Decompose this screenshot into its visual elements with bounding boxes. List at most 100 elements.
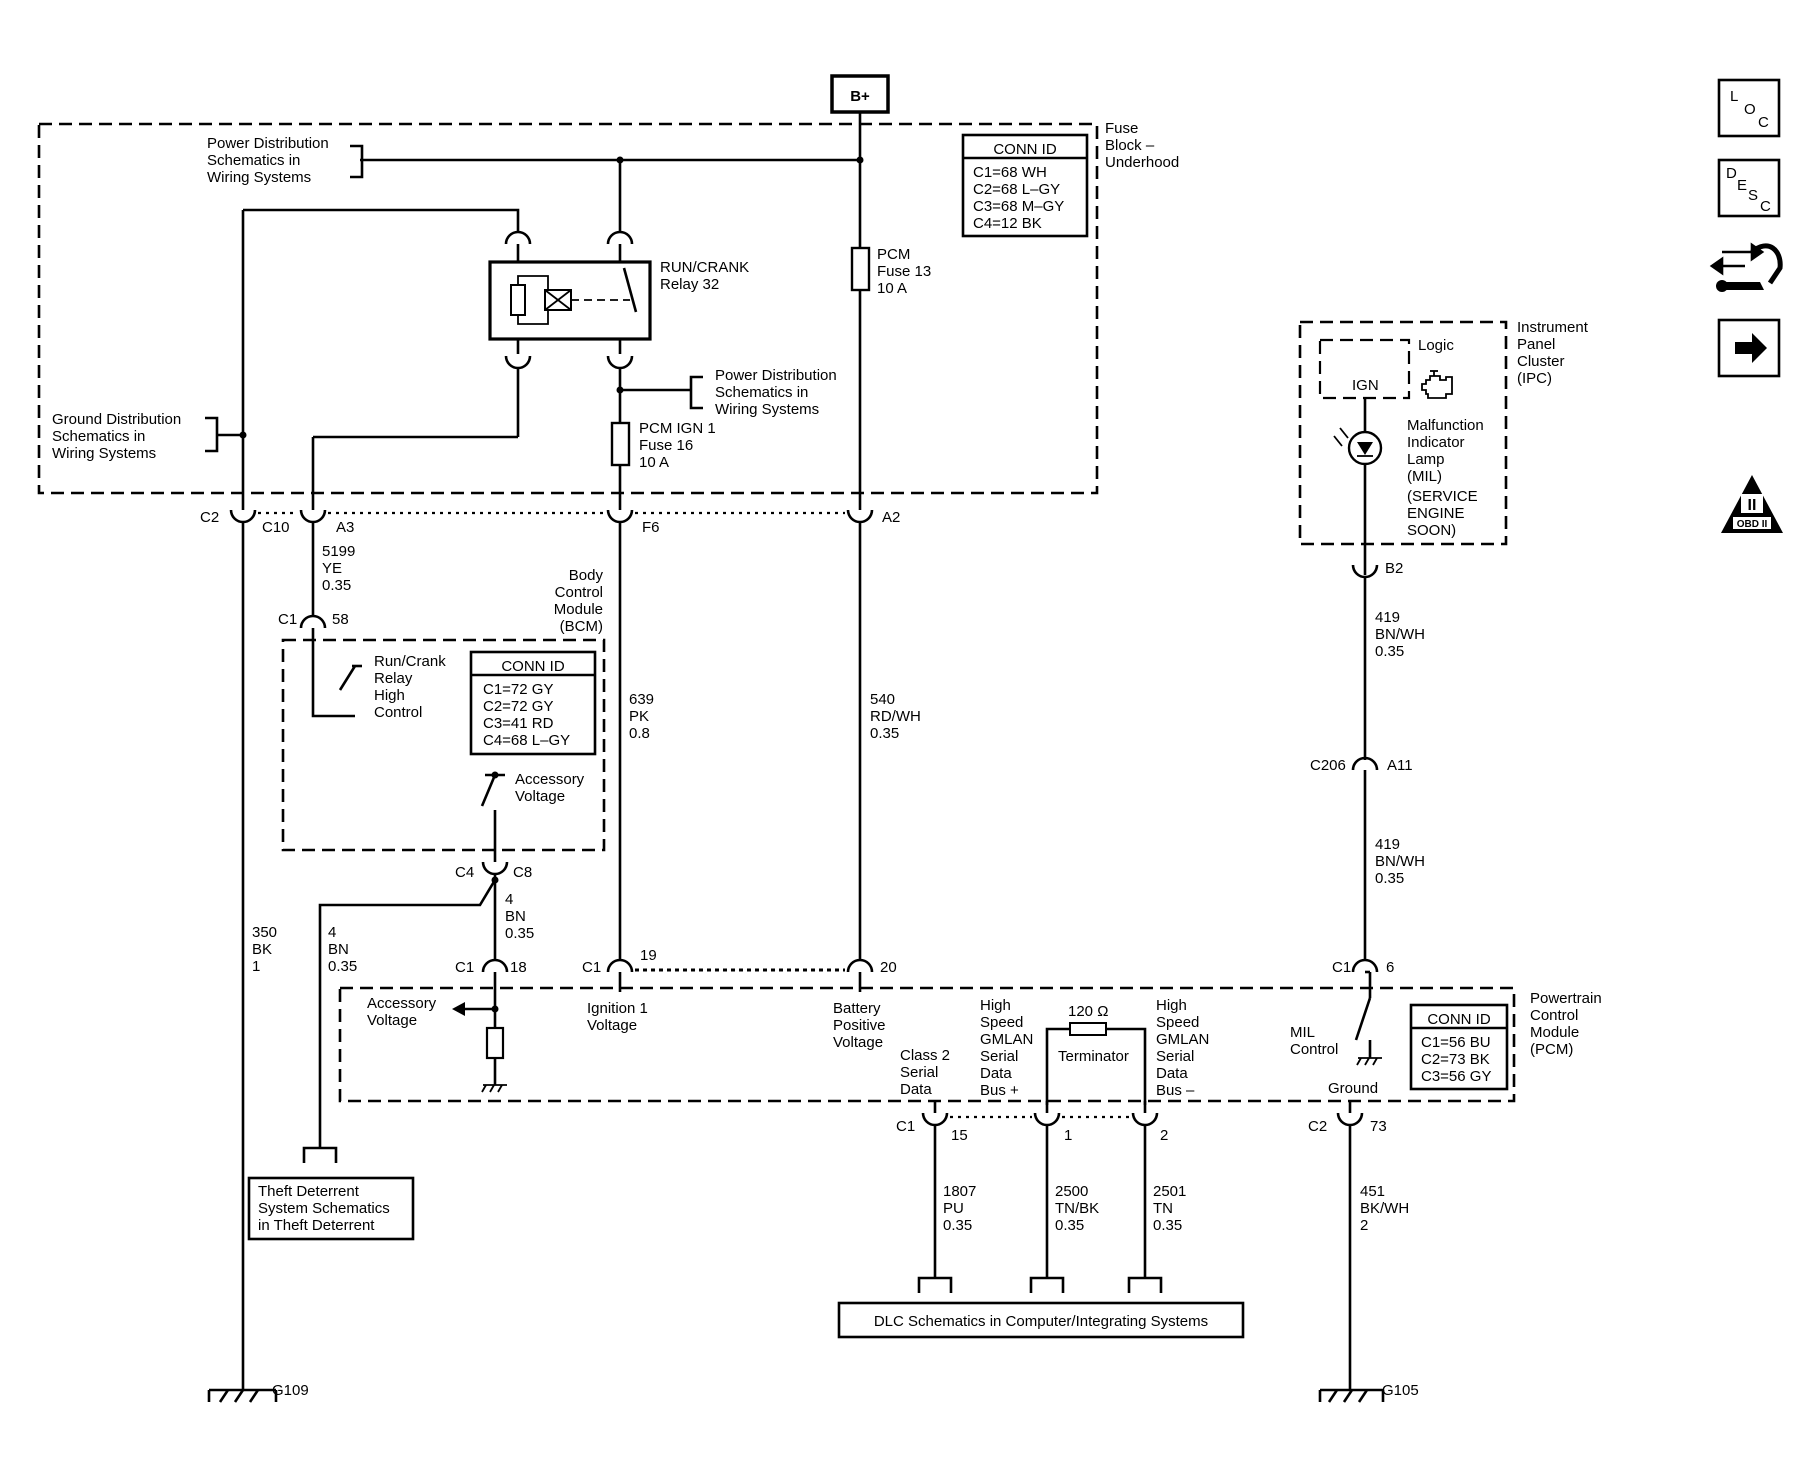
theft-ref-1[interactable]: Theft Deterrent xyxy=(258,1183,360,1200)
wire-2500-2: TN/BK xyxy=(1055,1200,1099,1217)
next-button[interactable] xyxy=(1717,318,1781,378)
pcm-outline xyxy=(338,986,1516,1103)
theft-ref-box[interactable] xyxy=(247,1176,415,1241)
ground-ref-2[interactable]: Schematics in xyxy=(52,428,145,445)
dlc-ref-label[interactable]: DLC Schematics in Computer/Integrating S… xyxy=(874,1313,1208,1330)
pcm-class2-3: Data xyxy=(900,1081,932,1098)
pcm-c1-6-terminal xyxy=(1351,958,1379,973)
loc-o: O xyxy=(1744,101,1756,118)
loc-l: L xyxy=(1730,88,1738,105)
ipc-outline xyxy=(1298,320,1508,546)
pin-73: 73 xyxy=(1370,1118,1387,1135)
pcm-label-3: Module xyxy=(1530,1024,1579,1041)
g109-label: G109 xyxy=(272,1382,309,1399)
relay-high-control-switch xyxy=(338,665,357,691)
svg-text:CONN ID: CONN ID xyxy=(1427,1011,1491,1028)
wire-2501-2: TN xyxy=(1153,1200,1173,1217)
dlc-ref-box[interactable] xyxy=(837,1301,1245,1339)
bcm-c4-c8-terminal xyxy=(481,861,509,876)
wire-4bn-left-1: 4 xyxy=(328,924,336,941)
pcm-fuse-label-2: Fuse 13 xyxy=(877,263,931,280)
svg-text:C3=56 GY: C3=56 GY xyxy=(1421,1068,1491,1085)
pcm-hs-minus-6: Bus – xyxy=(1156,1082,1195,1099)
mil-3: Lamp xyxy=(1407,451,1445,468)
pcm-hs-minus-5: Data xyxy=(1156,1065,1188,1082)
pd-ref-top-3[interactable]: Wiring Systems xyxy=(207,169,311,186)
bcm-relay-ctrl-4: Control xyxy=(374,704,422,721)
wire-419-bottom-2: BN/WH xyxy=(1375,853,1425,870)
wire-540-3: 0.35 xyxy=(870,725,899,742)
pcm-c1-2-terminal xyxy=(1131,1112,1159,1127)
wire-2501-3: 0.35 xyxy=(1153,1217,1182,1234)
svg-text:C2=72 GY: C2=72 GY xyxy=(483,698,553,715)
ground-ref-1[interactable]: Ground Distribution xyxy=(52,411,181,428)
b2-label: B2 xyxy=(1385,560,1403,577)
wire-5199-1: 5199 xyxy=(322,543,355,560)
ipc-logic: Logic xyxy=(1418,337,1454,354)
pin-19: 19 xyxy=(640,947,657,964)
description-button[interactable]: D E S C xyxy=(1717,158,1781,218)
pd-ref-mid-3[interactable]: Wiring Systems xyxy=(715,401,819,418)
wire-2500-1: 2500 xyxy=(1055,1183,1088,1200)
fuse-block-conn-id: CONN ID C1=68 WH C2=68 L–GY C3=68 M–GY C… xyxy=(961,133,1089,238)
wire-2500-3: 0.35 xyxy=(1055,1217,1084,1234)
pcm-ground: Ground xyxy=(1328,1080,1378,1097)
pcm-c1-b: C1 xyxy=(582,959,601,976)
pd-ref-mid-1[interactable]: Power Distribution xyxy=(715,367,837,384)
bcm-c1-label: C1 xyxy=(278,611,297,628)
obd-ii-text: OBD II xyxy=(1737,519,1768,530)
connector-repair-icon[interactable] xyxy=(1709,242,1783,292)
relay-terminal xyxy=(606,355,634,370)
svg-text:C1=56 BU: C1=56 BU xyxy=(1421,1034,1491,1051)
a2-label: A2 xyxy=(882,509,900,526)
mil-control-2: Control xyxy=(1290,1041,1338,1058)
pd-ref-top-2[interactable]: Schematics in xyxy=(207,152,300,169)
pcm-fuse-label-3: 10 A xyxy=(877,280,907,297)
fuse-block-connectors xyxy=(229,498,874,524)
theft-ref-3[interactable]: in Theft Deterrent xyxy=(258,1217,375,1234)
wire-540-1: 540 xyxy=(870,691,895,708)
svg-text:C1=68 WH: C1=68 WH xyxy=(973,164,1047,181)
fuse-block-label-3: Underhood xyxy=(1105,154,1179,171)
pcm-acc-resistor xyxy=(485,1026,505,1060)
pcm-ign-fuse-16 xyxy=(610,421,631,467)
f6-label: F6 xyxy=(642,519,660,536)
bcm-acc-2: Voltage xyxy=(515,788,565,805)
terminator-label: Terminator xyxy=(1058,1048,1129,1065)
wire-451-3: 2 xyxy=(1360,1217,1368,1234)
pd-ref-top-1[interactable]: Power Distribution xyxy=(207,135,329,152)
wire-540-2: RD/WH xyxy=(870,708,921,725)
svg-text:CONN ID: CONN ID xyxy=(501,658,565,675)
pcm-hs-minus-4: Serial xyxy=(1156,1048,1194,1065)
wire-2501-1: 2501 xyxy=(1153,1183,1186,1200)
wire-5199-2: YE xyxy=(322,560,342,577)
pcm-hs-plus-3: GMLAN xyxy=(980,1031,1033,1048)
pcm-acc-2: Voltage xyxy=(367,1012,417,1029)
wire-4bn-right-3: 0.35 xyxy=(505,925,534,942)
fuse-block-label-2: Block – xyxy=(1105,137,1155,154)
pcm-c1-a: C1 xyxy=(455,959,474,976)
location-button[interactable]: L O C xyxy=(1717,78,1781,138)
pd-ref-mid-2[interactable]: Schematics in xyxy=(715,384,808,401)
mil-2: Indicator xyxy=(1407,434,1465,451)
ground-ref-3[interactable]: Wiring Systems xyxy=(52,445,156,462)
bcm-conn-id: CONN ID C1=72 GY C2=72 GY C3=41 RD C4=68… xyxy=(469,650,597,756)
pcm-ign-1: Ignition 1 xyxy=(587,1000,648,1017)
c4-label: C4 xyxy=(455,864,474,881)
ipc-ign: IGN xyxy=(1352,377,1379,394)
pcm-c2-73-terminal xyxy=(1336,1112,1364,1127)
desc-s: S xyxy=(1748,187,1758,204)
ipc-label-1: Instrument xyxy=(1517,319,1589,336)
splice-dot xyxy=(856,156,864,164)
terminator-value: 120 Ω xyxy=(1068,1003,1108,1020)
pcm-c1-18-terminal xyxy=(481,958,509,973)
wire-419-bottom-1: 419 xyxy=(1375,836,1400,853)
mil-7: SOON) xyxy=(1407,522,1456,539)
pcm-c2: C2 xyxy=(1308,1118,1327,1135)
arrow-right-icon xyxy=(1735,333,1767,363)
check-engine-icon xyxy=(1421,370,1453,399)
theft-ref-2[interactable]: System Schematics xyxy=(258,1200,390,1217)
obd-ii-roman: II xyxy=(1748,497,1757,514)
mil-control-switch xyxy=(1354,997,1372,1041)
